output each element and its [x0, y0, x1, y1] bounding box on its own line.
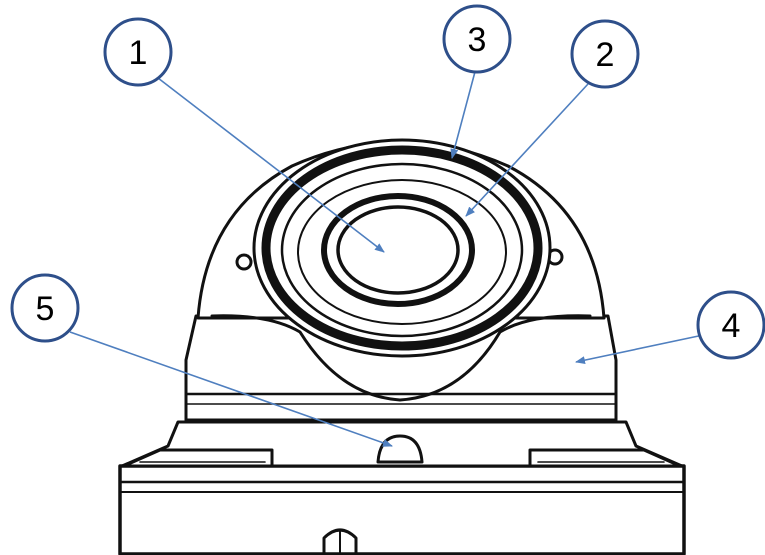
mounting-flange	[122, 422, 682, 466]
callout-3: 3	[444, 6, 510, 72]
callout-1: 1	[105, 19, 171, 85]
callout-5: 5	[12, 275, 78, 341]
dome-camera	[120, 140, 684, 555]
callout-5-label: 5	[36, 290, 55, 328]
callout-3-label: 3	[468, 21, 487, 59]
camera-base	[120, 466, 684, 555]
lens	[324, 196, 472, 304]
callout-2: 2	[572, 21, 638, 87]
callout-1-label: 1	[129, 34, 148, 72]
callout-4: 4	[698, 292, 764, 358]
leader-line-3	[452, 68, 476, 158]
callout-4-label: 4	[722, 307, 741, 345]
callout-2-label: 2	[596, 36, 615, 74]
